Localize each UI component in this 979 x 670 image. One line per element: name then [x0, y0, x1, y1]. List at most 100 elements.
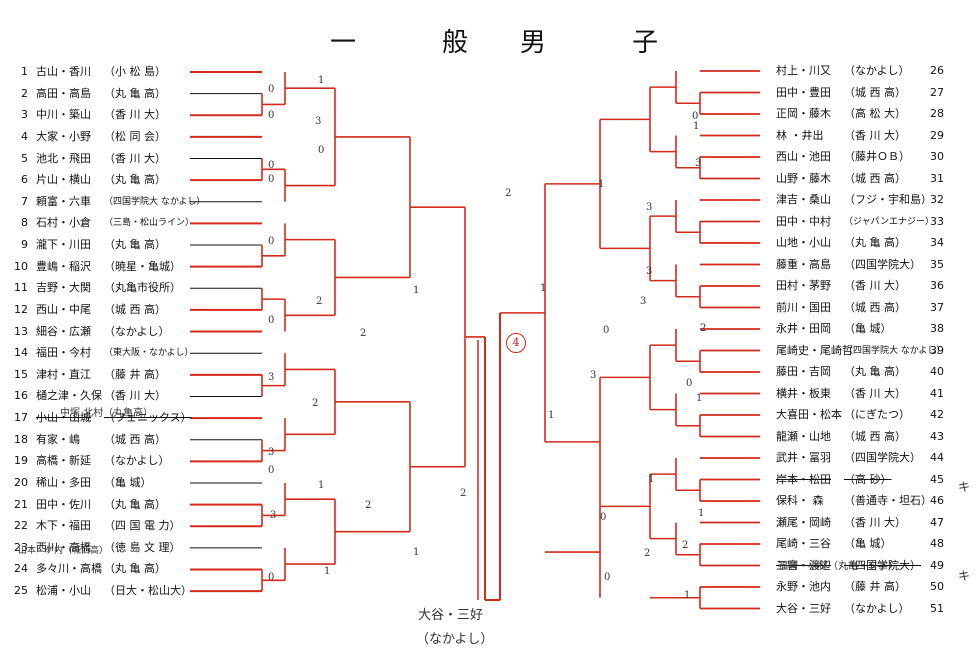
entry-club: （亀 城）: [104, 475, 152, 489]
entry-number: 31: [930, 171, 944, 185]
entry-number: 14: [14, 346, 28, 360]
entry-club: （丸 亀 高）: [104, 173, 166, 187]
entry-number: 18: [14, 432, 28, 446]
entry-names: 大谷・三好: [776, 601, 831, 615]
match-score: 0: [268, 236, 275, 247]
entry-club: （丸 亀 高）: [844, 365, 906, 378]
entry-names: 西川・高橋: [36, 540, 91, 554]
match-score: 1: [413, 547, 420, 558]
match-score: 2: [316, 296, 323, 307]
entry-club: （城 西 高）: [844, 85, 906, 99]
entry-club: （香 川 大）: [104, 389, 166, 403]
entry-number: 45: [930, 472, 944, 486]
final-score-circle: 4: [506, 333, 526, 353]
match-score: 2: [682, 540, 689, 551]
entry-number: 26: [930, 64, 944, 77]
match-score: 3: [268, 447, 275, 458]
entry-club: （丸 亀 高）: [104, 86, 166, 100]
entry-names: 古山・香川: [36, 65, 91, 78]
entry-club: （香 川 大）: [844, 386, 906, 400]
entry-names: 池北・飛田: [36, 151, 91, 165]
handwritten-sub-48: 福崎・小林（丸亀・クエ）: [778, 561, 898, 572]
entry-names: 豊嶋・稲沢: [36, 259, 91, 273]
entry-names: 松浦・小山: [36, 584, 91, 598]
entry-club: （高 松 大）: [844, 107, 906, 120]
entry-names: 田中・豊田: [776, 85, 831, 99]
entry-club: （亀 城）: [844, 322, 892, 335]
handwritten-mark-49: キ: [958, 569, 971, 583]
entry-number: 33: [930, 214, 944, 228]
entry-names: 片山・横山: [36, 173, 91, 187]
entry-names: 大喜田・松本: [776, 408, 842, 421]
entry-number: 15: [14, 367, 28, 381]
entry-club: （四国学院大）: [844, 558, 921, 572]
match-score: 1: [548, 410, 555, 421]
handwritten-mark-45: キ: [958, 480, 971, 494]
match-score: 0: [603, 325, 610, 336]
match-score: 2: [505, 188, 512, 199]
entry-club: （丸 亀 高）: [104, 238, 166, 252]
entry-club: （城 西 高）: [844, 171, 906, 185]
entry-club: （三島・松山ライン）: [104, 218, 195, 229]
entry-number: 27: [930, 85, 944, 99]
entry-number: 11: [14, 281, 28, 295]
entry-names: 福田・今村: [36, 346, 91, 360]
entry-names: 田中・中村: [776, 214, 831, 228]
entry-club: （城 西 高）: [844, 429, 906, 443]
entry-club: （香 川 大）: [104, 108, 166, 122]
entry-names: 多々川・高橋: [36, 562, 102, 576]
entry-club: （香 川 大）: [844, 128, 906, 142]
entry-names: 小山・山城: [36, 411, 91, 425]
entry-names: 木下・福田: [36, 519, 91, 533]
entry-names: 山野・藤木: [776, 171, 831, 185]
entry-club: （高 砂）: [844, 472, 892, 486]
entry-names: 永野・池内: [776, 580, 831, 593]
entry-club: （フェニックス）: [104, 411, 192, 425]
entry-names: 山地・小山: [776, 236, 831, 249]
entry-names: 尾崎史・尾崎哲: [776, 343, 853, 357]
entry-names: 田中・佐川: [36, 497, 91, 511]
match-score: 0: [268, 160, 275, 171]
entry-club: （藤 井 高）: [844, 580, 906, 593]
match-score: 3: [646, 266, 653, 277]
entry-club: （なかよし）: [844, 64, 910, 77]
entry-names: 正岡・藤木: [776, 107, 831, 120]
match-score: 0: [604, 572, 611, 583]
entry-number: 39: [930, 343, 944, 357]
match-score: 1: [698, 508, 705, 519]
entry-number: 35: [930, 257, 944, 271]
match-score: 0: [268, 572, 275, 583]
entry-names: 吉野・大関: [36, 281, 91, 295]
entry-club: （なかよし）: [104, 454, 170, 468]
match-score: 1: [693, 121, 700, 132]
match-score: 2: [644, 548, 651, 559]
page-title-2: 男 子: [520, 22, 688, 59]
entry-number: 24: [14, 562, 28, 576]
match-score: 0: [268, 84, 275, 95]
winner-handwritten-club: （なかよし）: [416, 632, 494, 647]
entry-club: （香 川 大）: [844, 279, 906, 292]
entry-club: （なかよし）: [104, 324, 170, 338]
title-part-1: 一 般: [330, 28, 499, 58]
entry-names: 稀山・多田: [36, 475, 91, 489]
entry-number: 34: [930, 236, 944, 249]
entry-names: 瀧下・川田: [36, 238, 91, 252]
entry-number: 43: [930, 429, 944, 443]
entry-number: 7: [21, 194, 28, 208]
entry-names: 龍瀬・山地: [776, 429, 831, 443]
entry-names: 頼富・六車: [36, 194, 91, 208]
page-title: 一 般: [330, 22, 498, 59]
entry-club: （城 西 高）: [104, 432, 166, 446]
match-score: 2: [360, 328, 367, 339]
entry-club: （城 西 高）: [844, 300, 906, 314]
entry-number: 49: [930, 558, 944, 572]
entry-club: （丸 亀 高）: [104, 497, 166, 511]
entry-club: （四 国 電 力）: [104, 519, 181, 533]
match-score: 3: [270, 510, 277, 521]
entry-names: 保科・ 森: [776, 494, 824, 507]
match-score: 1: [648, 474, 655, 485]
entry-number: 41: [930, 386, 944, 400]
entry-club: （小 松 島）: [104, 65, 166, 78]
entry-club: （なかよし）: [844, 601, 910, 615]
